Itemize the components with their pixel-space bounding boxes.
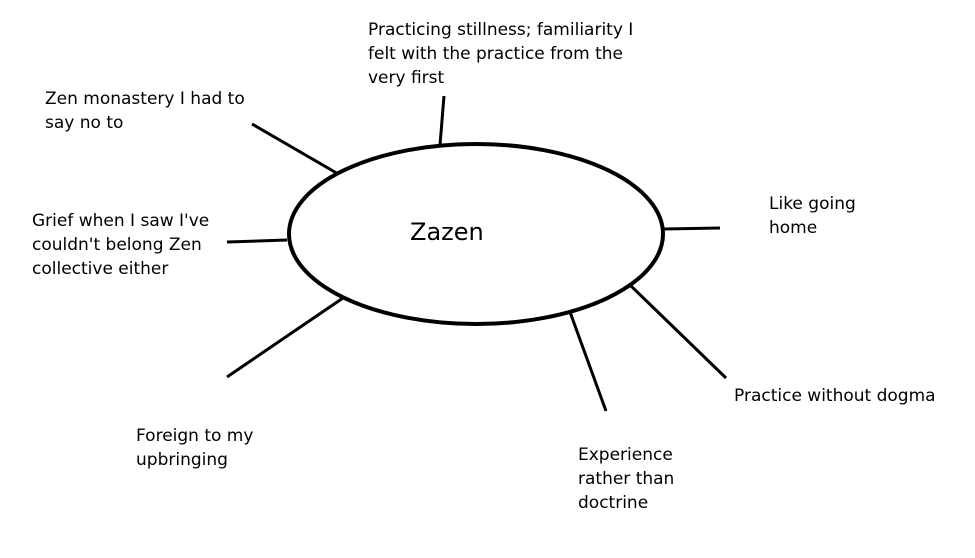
branch-label-home: Like going home — [769, 192, 856, 240]
spoke-home — [663, 226, 721, 231]
center-ellipse — [287, 142, 665, 326]
spoke-stillness — [438, 95, 446, 146]
branch-label-line: Zen monastery I had to — [45, 89, 245, 109]
branch-label-line: home — [769, 218, 818, 238]
branch-label-line: Like going — [769, 194, 856, 214]
center-label: Zazen — [410, 218, 484, 246]
spoke-experience — [568, 311, 608, 412]
branch-label-foreign: Foreign to my upbringing — [136, 424, 253, 472]
spoke-monastery — [251, 122, 341, 177]
branch-label-grief: Grief when I saw I've couldn't belong Ze… — [32, 209, 209, 281]
branch-label-line: couldn't belong Zen — [32, 235, 202, 255]
branch-label-stillness: Practicing stillness; familiarity I felt… — [368, 18, 633, 90]
branch-label-line: say no to — [45, 113, 124, 133]
spoke-foreign — [226, 296, 344, 379]
branch-label-line: very first — [368, 68, 445, 88]
branch-label-line: collective either — [32, 259, 169, 279]
branch-label-line: rather than — [578, 469, 675, 489]
spoke-dogma — [629, 284, 728, 380]
branch-label-line: Foreign to my — [136, 426, 254, 446]
branch-label-line: Grief when I saw I've — [32, 211, 210, 231]
branch-label-line: Practice without dogma — [734, 386, 936, 406]
branch-label-monastery: Zen monastery I had to say no to — [45, 87, 245, 135]
branch-label-dogma: Practice without dogma — [734, 384, 936, 408]
branch-label-line: Practicing stillness; familiarity I — [368, 20, 634, 40]
branch-label-line: upbringing — [136, 450, 228, 470]
branch-label-line: doctrine — [578, 493, 649, 513]
branch-label-experience: Experience rather than doctrine — [578, 443, 674, 515]
branch-label-line: felt with the practice from the — [368, 44, 624, 64]
spoke-grief — [226, 238, 288, 244]
branch-label-line: Experience — [578, 445, 673, 465]
